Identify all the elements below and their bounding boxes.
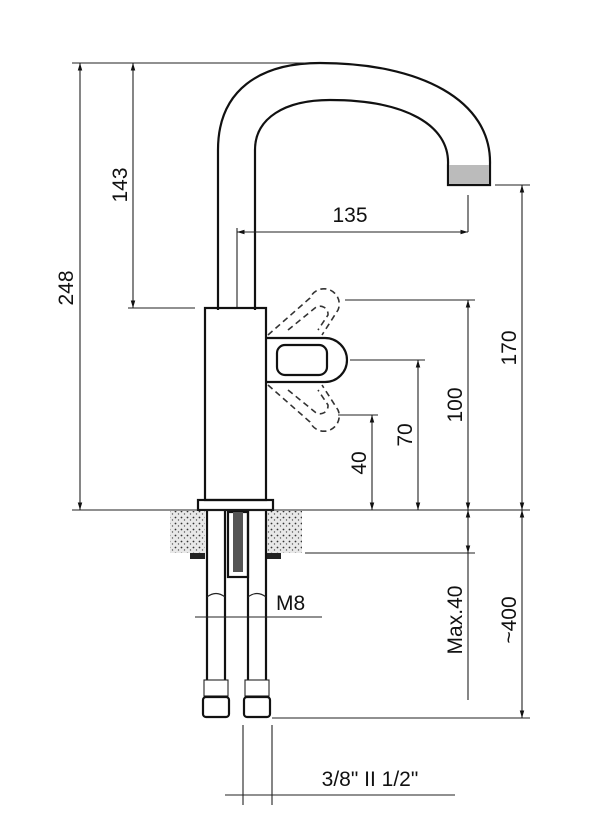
dim-100: 100 bbox=[444, 387, 467, 422]
handle-lever bbox=[266, 288, 349, 432]
dim-143: 143 bbox=[109, 167, 132, 202]
faucet-body bbox=[196, 306, 275, 512]
supply-hoses bbox=[201, 510, 272, 719]
dim-400: ~400 bbox=[498, 596, 521, 643]
dim-40: 40 bbox=[348, 451, 371, 474]
dimension-lines bbox=[72, 62, 530, 805]
connection-label: 3/8" II 1/2" bbox=[322, 768, 419, 791]
dim-248: 248 bbox=[55, 270, 78, 305]
spout bbox=[216, 61, 492, 310]
countertop bbox=[170, 511, 302, 559]
dim-170: 170 bbox=[498, 330, 521, 365]
dim-70: 70 bbox=[394, 423, 417, 446]
dim-max40: Max.40 bbox=[444, 586, 467, 655]
thread-label: M8 bbox=[276, 592, 305, 615]
dim-135: 135 bbox=[332, 204, 367, 227]
